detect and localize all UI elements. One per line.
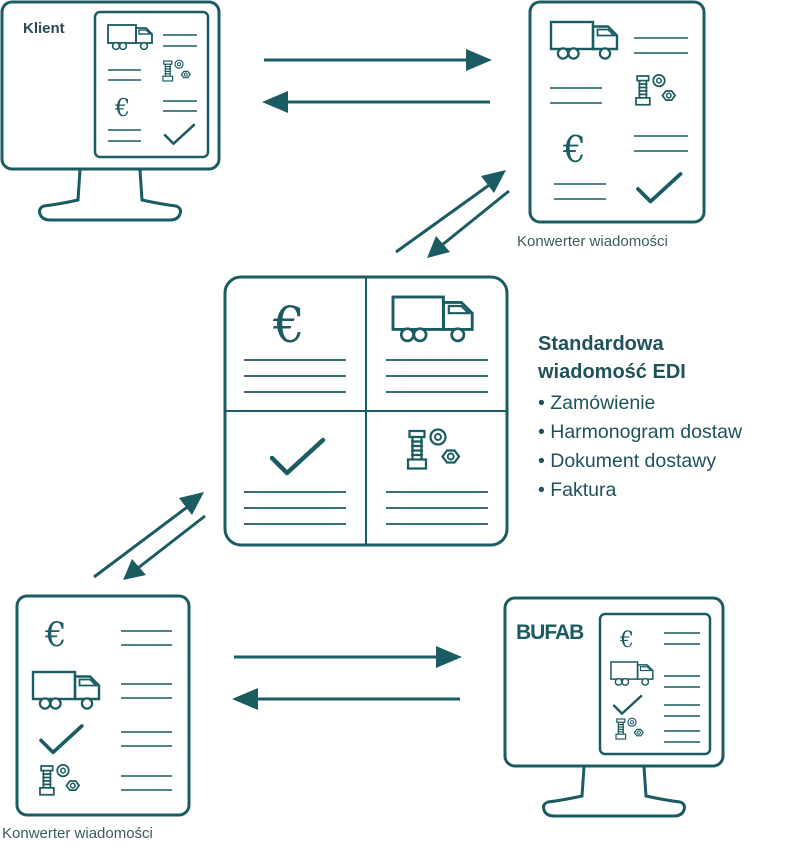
edi-description: Standardowa wiadomość EDI • Zamówienie •… — [537, 333, 743, 501]
euro-icon: € — [272, 296, 305, 354]
edi-item: • Faktura — [538, 479, 617, 501]
converter-bottom-label: Konwerter wiadomości — [2, 825, 153, 842]
euro-icon: € — [44, 615, 67, 655]
euro-icon: € — [619, 628, 634, 653]
converter-top-document — [550, 37, 688, 200]
converter-top-label: Konwerter wiadomości — [517, 233, 668, 250]
edi-item: • Harmonogram dostaw — [538, 421, 743, 443]
bufab-logo: BUFAB — [516, 621, 584, 644]
arrow-converter-top-to-edi — [427, 189, 510, 258]
bolt-nut-icon — [615, 717, 644, 740]
truck-icon — [107, 24, 153, 51]
arrow-converter-bottom-to-edi — [93, 492, 204, 579]
edi-item: • Dokument dostawy — [538, 450, 716, 472]
client-document — [107, 24, 197, 142]
check-icon — [39, 724, 84, 755]
arrow-client-to-converter — [264, 49, 492, 71]
truck-icon — [549, 20, 619, 60]
truck-icon — [31, 670, 101, 710]
check-icon — [636, 172, 683, 204]
supplier-monitor — [503, 596, 725, 818]
arrow-edi-to-converter-bottom — [123, 514, 206, 580]
arrow-converter-to-client — [262, 91, 490, 113]
edi-item: • Zamówienie — [538, 392, 655, 414]
arrow-supplier-to-converter — [232, 688, 460, 710]
check-icon — [163, 123, 196, 145]
converter-bottom-device — [15, 594, 191, 817]
check-icon — [612, 694, 643, 715]
converter-top-device — [528, 0, 706, 224]
edi-title-line2: wiadomość EDI — [537, 361, 686, 383]
bolt-nut-icon — [162, 59, 191, 82]
arrow-converter-to-supplier — [234, 646, 462, 668]
edi-message-grid — [223, 275, 509, 547]
client-label: Klient — [23, 20, 65, 37]
converter-bottom-document — [121, 630, 172, 791]
edi-title-line1: Standardowa — [538, 333, 664, 355]
truck-icon — [391, 295, 474, 343]
client-monitor — [0, 0, 221, 222]
bolt-nut-icon — [635, 73, 676, 106]
euro-icon: € — [562, 130, 586, 171]
bolt-nut-icon — [39, 763, 80, 796]
supplier-document — [664, 632, 700, 743]
edi-grid-lines — [244, 359, 488, 525]
arrow-edi-to-converter-top — [395, 170, 506, 254]
bolt-nut-icon — [406, 428, 461, 470]
check-icon — [272, 440, 323, 473]
euro-icon: € — [114, 94, 130, 122]
truck-icon — [610, 661, 654, 686]
